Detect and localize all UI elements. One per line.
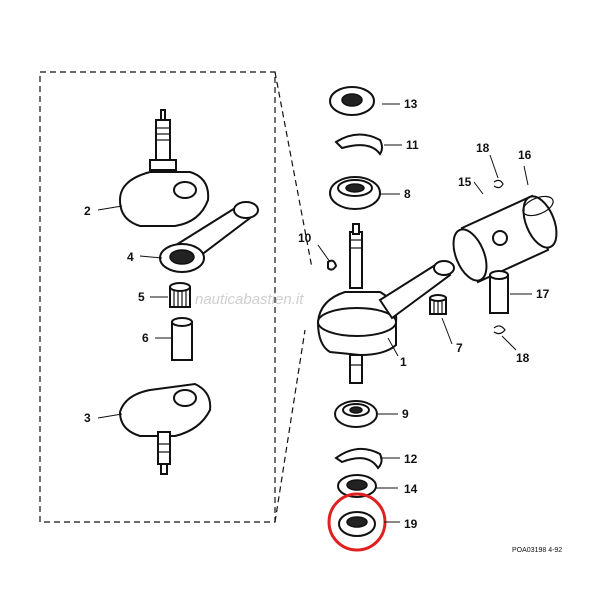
lower-oil-seal [337,474,377,498]
upper-retaining-ring [334,133,383,156]
leader-lines [97,103,532,523]
small-needle-bearing [429,294,447,315]
callout-13: 13 [404,97,418,111]
upper-crankshaft-half [118,109,210,227]
drawing-code: POA03198 4-92 [512,547,562,554]
bottom-oil-seal [338,511,376,537]
lower-ball-bearing [334,400,378,428]
callout-14: 14 [404,482,418,496]
needle-bearing-cage [169,282,191,308]
callout-1: 1 [400,355,407,369]
connecting-rod-left [159,201,259,273]
callout-10: 10 [298,231,312,245]
callout-18-upper: 18 [476,141,490,155]
callout-5: 5 [138,290,145,304]
lower-crankshaft-half [118,382,212,475]
piston [452,194,558,284]
callout-19: 19 [404,517,418,531]
callout-4: 4 [127,250,134,264]
watermark-text: nauticabastien.it [195,291,304,308]
callout-15: 15 [458,175,472,189]
callout-18-lower: 18 [516,351,530,365]
crankshaft-assembly [316,223,455,384]
dashed-group-enclosure [39,71,313,523]
piston-pin-clip-upper [493,179,504,189]
callout-7: 7 [456,341,463,355]
piston-pin [489,270,509,314]
top-oil-seal [329,86,375,116]
callout-12: 12 [404,452,418,466]
callout-6: 6 [142,331,149,345]
callout-17: 17 [536,287,550,301]
callout-9: 9 [402,407,409,421]
callout-3: 3 [84,411,91,425]
lower-retaining-ring [334,447,383,470]
callout-16: 16 [518,148,532,162]
woodruff-key [327,259,338,271]
piston-ring [522,195,554,217]
piston-pin-clip-lower [493,325,506,335]
upper-ball-bearing [329,176,381,210]
callout-2: 2 [84,204,91,218]
crank-pin [171,317,193,361]
callout-11: 11 [406,138,419,152]
callout-8: 8 [404,187,411,201]
